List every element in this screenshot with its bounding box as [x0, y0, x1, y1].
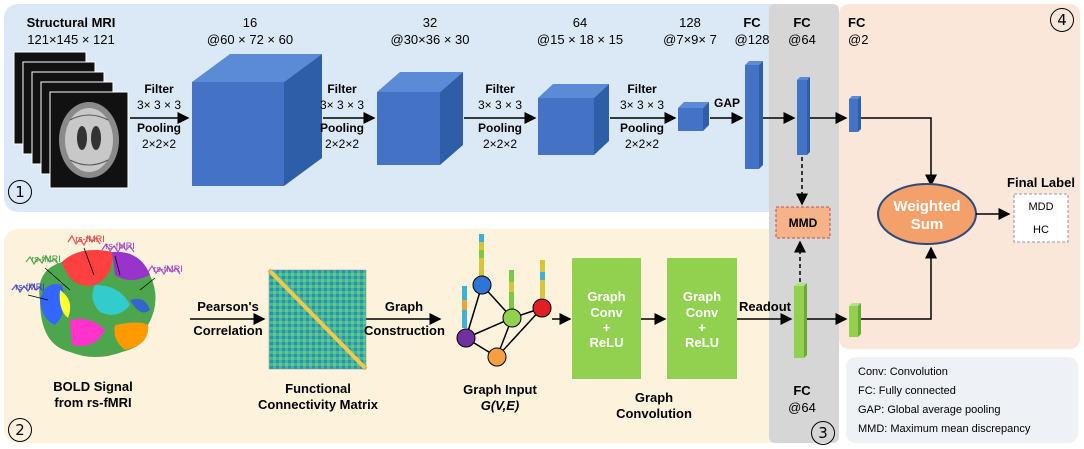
conv-cube-3 — [538, 84, 609, 155]
filter-label-1: Filter — [144, 82, 174, 96]
layer-1-channels: 16 — [242, 15, 258, 30]
legend-gap: GAP: Global average pooling — [858, 404, 1001, 416]
class-hc: HC — [1033, 224, 1049, 236]
pool-size-label-3: 2×2×2 — [482, 137, 518, 151]
pearson-label-2: Correlation — [193, 323, 263, 338]
signal-tag-1: rs-fMRI — [75, 234, 105, 244]
readout-label: Readout — [739, 299, 791, 314]
signal-tag-3: rs-fMRI — [105, 241, 135, 251]
fusion-panel — [839, 4, 1080, 349]
final-label-title: Final Label — [1007, 175, 1075, 190]
kernel-label-3: 3× 3 × 3 — [477, 98, 523, 112]
panel-number-1: 1 — [8, 180, 32, 204]
gc2-line-3: + — [698, 320, 706, 335]
fcm-label-1: Functional — [285, 381, 351, 396]
bold-label-2: from rs-fMRI — [54, 395, 132, 410]
legend-mmd: MMD: Maximum mean discrepancy — [858, 423, 1031, 435]
mmd-box — [775, 206, 831, 239]
brain-illustration — [39, 249, 156, 357]
gc1-line-4: ReLU — [589, 335, 624, 350]
fc64-top-size: @64 — [788, 32, 816, 47]
layer-1-dims: @60 × 72 × 60 — [206, 32, 294, 47]
conv-cube-2 — [377, 72, 463, 165]
panel-number-4: 4 — [1050, 8, 1074, 32]
gc2-line-2: Conv — [685, 305, 719, 320]
gap-label: GAP — [713, 96, 740, 110]
weighted-sum-line-2: Sum — [910, 216, 944, 233]
bold-signal-waves — [11, 234, 181, 301]
graph-conv-block-2 — [667, 258, 737, 379]
bold-label-1: BOLD Signal — [53, 379, 133, 394]
legend-conv: Conv: Convolution — [858, 366, 948, 378]
fc64-bottom-size: @64 — [788, 400, 816, 415]
gc1-line-2: Conv — [590, 305, 623, 320]
layer-2-dims: @30×36 × 30 — [390, 32, 470, 47]
kernel-label-1: 3× 3 × 3 — [136, 98, 182, 112]
filter-label-4: Filter — [627, 82, 657, 96]
mri-slice-stack — [13, 51, 129, 189]
layer-2-channels: 32 — [422, 15, 438, 30]
pool-size-label-4: 2×2×2 — [624, 137, 660, 151]
mmd-label: MMD — [788, 216, 818, 230]
legend-fc: FC: Fully connected — [858, 385, 956, 397]
graph-convolution-label-1: Graph — [634, 390, 674, 405]
fc2-label: FC — [848, 15, 866, 30]
layer-3-channels: 64 — [572, 15, 588, 30]
signal-tag-4: rs-fMRI — [15, 282, 45, 292]
fc-2-bar-top — [849, 96, 861, 132]
structural-mri-title: Structural MRI — [26, 15, 116, 30]
fc64-bottom-label: FC — [793, 383, 811, 398]
layer-4-dims: @7×9× 7 — [663, 32, 717, 47]
arrow-fc2-to-weighted-sum — [861, 117, 937, 187]
fc-64-bar-bottom — [794, 283, 807, 358]
fc2-size: @2 — [848, 32, 869, 47]
fc64-top-label: FC — [793, 15, 811, 30]
final-label-box — [1013, 193, 1069, 243]
pool-size-label-2: 2×2×2 — [324, 137, 360, 151]
panel-number-2: 2 — [8, 418, 32, 442]
graph-input-label-1: Graph Input — [463, 382, 537, 397]
graph-convolution-label-2: Convolution — [616, 406, 692, 421]
graph-input-label-2: G(V,E) — [480, 398, 520, 413]
gc1-line-1: Graph — [587, 289, 626, 304]
graph-conv-block-1 — [572, 258, 641, 379]
fc-matrix — [267, 268, 368, 371]
layer-3-dims: @15 × 18 × 15 — [536, 32, 624, 47]
fc-64-bar-top — [797, 77, 810, 155]
conv-cube-1 — [192, 54, 322, 186]
pearson-label-1: Pearson's — [197, 299, 259, 314]
gc1-line-3: + — [602, 320, 611, 335]
fc128-label: FC — [743, 15, 761, 30]
legend-box — [846, 357, 1078, 443]
filter-label-3: Filter — [485, 82, 515, 96]
fc-2-bar-bottom — [849, 303, 861, 337]
panel-number-3: 3 — [811, 421, 835, 445]
signal-tag-2: rs-fMRI — [31, 254, 61, 264]
gc2-line-4: ReLU — [685, 335, 719, 350]
class-mdd: MDD — [1028, 201, 1054, 213]
pooling-label-3: Pooling — [478, 121, 522, 135]
conv-cube-4 — [678, 102, 709, 131]
graph-input — [456, 234, 552, 367]
kernel-label-4: 3× 3 × 3 — [619, 98, 665, 112]
fc128-size: @128 — [734, 32, 770, 47]
signal-tag-5: rs-fMRI — [153, 264, 183, 274]
filter-label-2: Filter — [327, 82, 357, 96]
graph-construction-label-2: Construction — [364, 323, 445, 338]
structural-mri-dims: 121×145 × 121 — [27, 32, 115, 47]
arrow-fc2-bottom-to-weighted-sum — [861, 246, 937, 320]
weighted-sum-line-1: Weighted — [893, 198, 961, 215]
pooling-label-1: Pooling — [137, 121, 181, 135]
graph-construction-label-1: Graph — [384, 299, 424, 314]
gc2-line-1: Graph — [682, 289, 722, 304]
fcm-label-2: Connectivity Matrix — [258, 397, 378, 412]
kernel-label-2: 3× 3 × 3 — [319, 98, 365, 112]
pool-size-label-1: 2×2×2 — [141, 137, 177, 151]
pooling-label-4: Pooling — [620, 121, 664, 135]
pooling-label-2: Pooling — [320, 121, 364, 135]
layer-4-channels: 128 — [679, 15, 701, 30]
fc-128-bar — [745, 61, 763, 169]
